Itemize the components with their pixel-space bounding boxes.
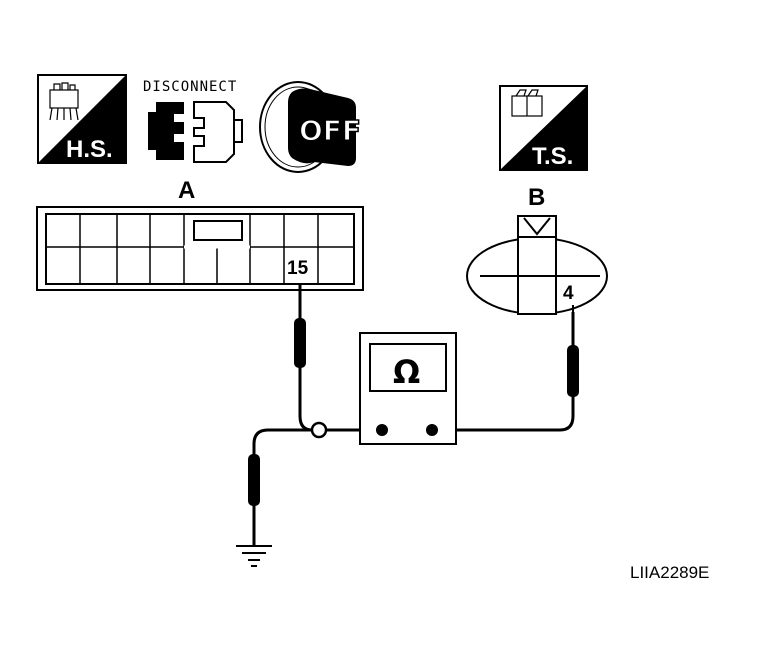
disconnect-icon: DISCONNECT [143,79,243,163]
ground-symbol [236,545,272,567]
ts-label: T.S. [532,143,573,170]
terminal-side-icon: T.S. [499,85,588,171]
ignition-off-icon: OFF [259,81,362,173]
junction-point [310,421,328,439]
probe-ground [248,454,260,506]
ohmmeter: Ω [359,332,457,445]
terminal-15-label: 15 [287,258,309,279]
probe-a [294,284,306,368]
connector-b-label: B [528,184,545,211]
ohm-symbol: Ω [393,353,420,391]
hs-label: H.S. [66,136,113,163]
terminal-4-label: 4 [563,283,574,304]
figure-code: LIIA2289E [630,563,709,582]
probe-b [567,305,579,397]
off-label: OFF [299,114,361,147]
connector-a [36,206,364,291]
connector-a-label: A [178,177,195,204]
meter-terminal-right [426,424,438,436]
connector-b [466,215,608,315]
meter-terminal-left [376,424,388,436]
disconnect-label: DISCONNECT [143,79,237,95]
harness-side-icon: H.S. [37,74,127,164]
